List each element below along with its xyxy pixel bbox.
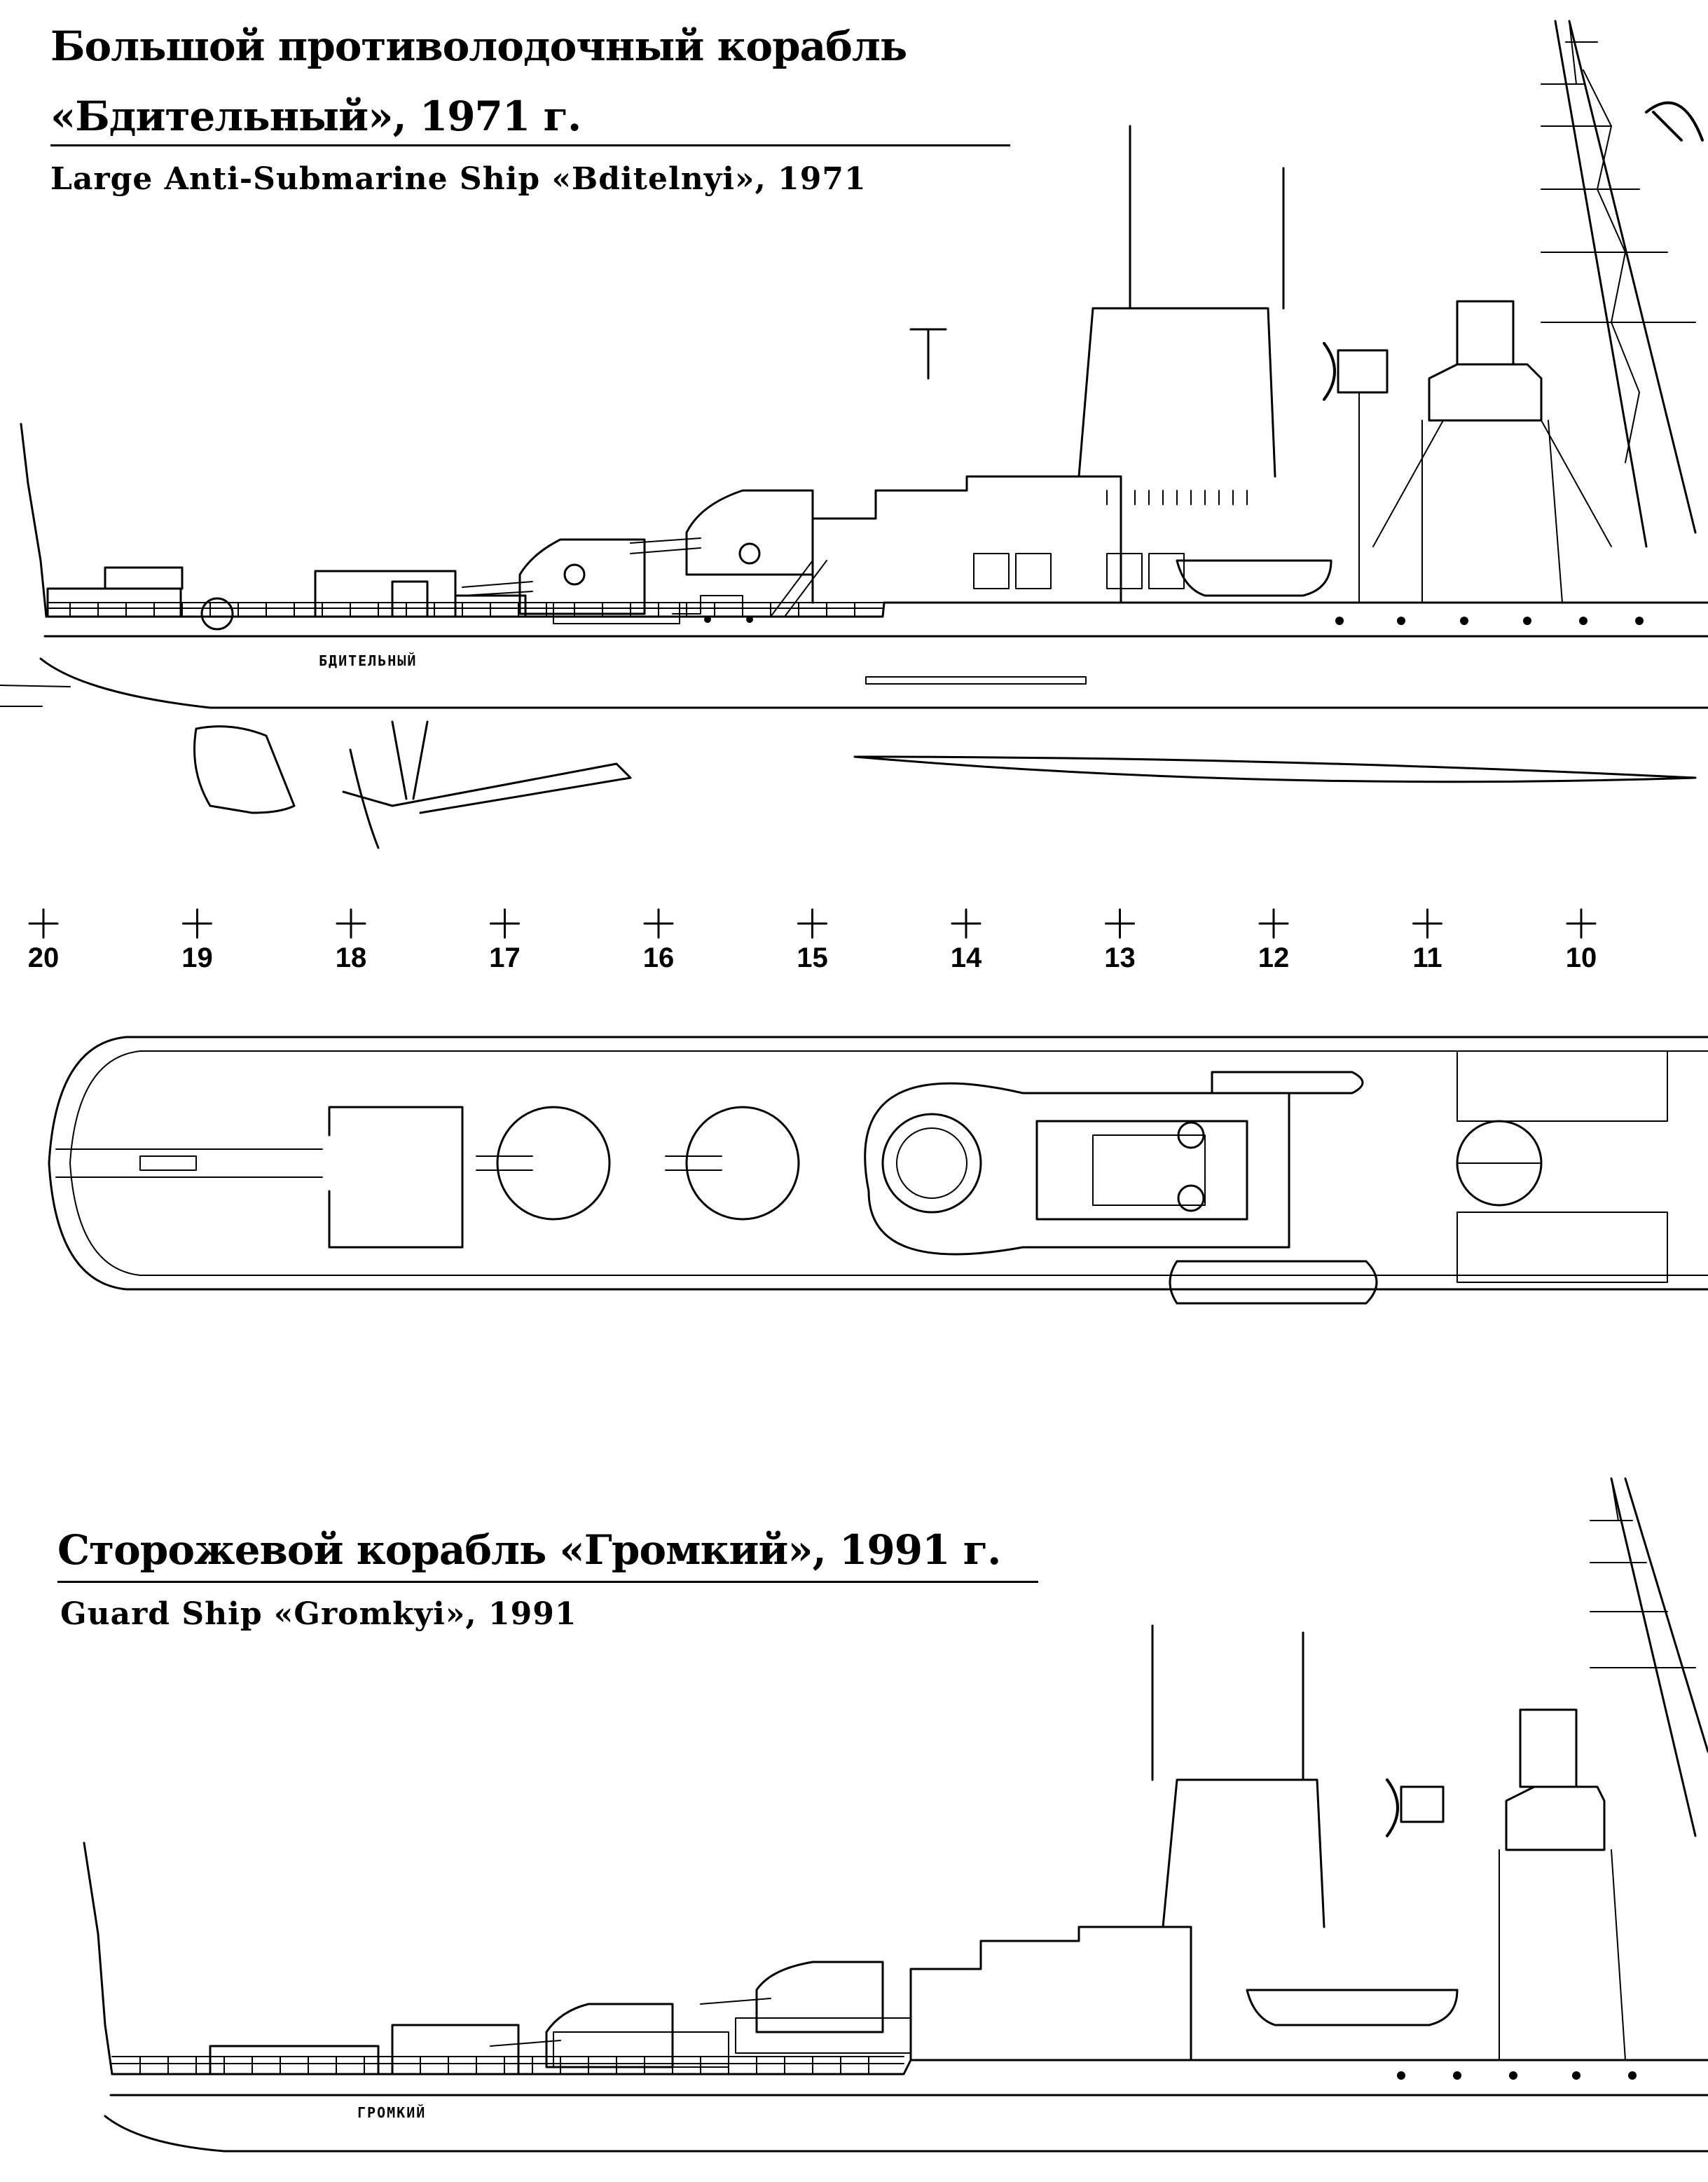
frame-number: 13 bbox=[1104, 942, 1136, 973]
frame-tick bbox=[1105, 908, 1135, 939]
ship1-plan-launcher-upper bbox=[1456, 1050, 1668, 1122]
ship1-plan-view bbox=[48, 1036, 1708, 1305]
ship1-lattice-mast bbox=[1554, 20, 1697, 548]
ship1-lifeboat bbox=[1176, 559, 1332, 597]
frame-tick bbox=[797, 908, 827, 939]
frame-number: 20 bbox=[28, 942, 60, 973]
frame-tick bbox=[951, 908, 982, 939]
ship1-portholes bbox=[704, 616, 1644, 625]
ship2-title-en: Guard Ship «Gromkyi», 1991 bbox=[60, 1596, 577, 1632]
ship1-gun-turret-2 bbox=[685, 489, 814, 576]
ship2-antennas bbox=[1151, 1624, 1304, 1781]
ship1-rail-posts bbox=[69, 602, 855, 617]
ship2-portholes bbox=[1397, 2071, 1637, 2080]
ship1-side-profile bbox=[0, 20, 1708, 849]
frame-number: 11 bbox=[1412, 942, 1442, 973]
ship1-plan-boat-lower bbox=[1169, 1260, 1378, 1305]
ship2-hull-name: ГРОМКИЙ bbox=[357, 2104, 426, 2121]
ship2-title-rule bbox=[57, 1581, 1038, 1583]
frame-number: 19 bbox=[181, 942, 213, 973]
ship1-waterline bbox=[39, 657, 1708, 709]
frame-tick bbox=[490, 908, 520, 939]
ship1-rudder bbox=[391, 720, 429, 800]
ship2-title-ru: Сторожевой корабль «Громкий», 1991 г. bbox=[57, 1526, 1001, 1574]
frame-tick bbox=[336, 908, 366, 939]
ship1-bow-stem bbox=[20, 423, 48, 618]
ship1-sonar-dome bbox=[193, 725, 296, 814]
ship1-bridge-block bbox=[811, 475, 1122, 604]
ship2-waterline bbox=[104, 2115, 1708, 2153]
frame-number: 14 bbox=[951, 942, 982, 973]
ship1-bridge-house bbox=[1077, 307, 1276, 478]
ship1-title-rule bbox=[50, 144, 1010, 146]
frame-number: 18 bbox=[336, 942, 367, 973]
ship1-propeller bbox=[342, 748, 394, 849]
frame-tick bbox=[182, 908, 212, 939]
ship1-plan-boat-upper bbox=[1211, 1071, 1364, 1095]
ship1-shaft bbox=[391, 762, 632, 814]
frame-tick bbox=[643, 908, 674, 939]
ship1-title-ru-line1: Большой противолодочный корабль bbox=[50, 22, 907, 70]
ship1-plan-superstructure bbox=[864, 1082, 1290, 1256]
ship1-plan-turret-1 bbox=[496, 1106, 611, 1221]
ship1-title-en: Large Anti-Submarine Ship «Bditelnyi», 1… bbox=[50, 161, 867, 197]
ship1-bilge-keel bbox=[853, 755, 1697, 783]
frame-number: 16 bbox=[643, 942, 675, 973]
frame-number: 17 bbox=[489, 942, 521, 973]
frame-tick bbox=[28, 908, 59, 939]
frame-scale bbox=[28, 908, 1597, 939]
ship1-plan-deckhouse bbox=[328, 1106, 464, 1249]
ship1-hull-name: БДИТЕЛЬНЫЙ bbox=[319, 652, 417, 669]
frame-number: 15 bbox=[797, 942, 828, 973]
ship2-gun-turret-1 bbox=[545, 2003, 674, 2068]
frame-tick bbox=[1566, 908, 1597, 939]
frame-tick bbox=[1412, 908, 1442, 939]
ship1-plan-turret-2 bbox=[685, 1106, 800, 1221]
ship1-radar-antenna bbox=[1645, 101, 1704, 142]
ship2-sheer-line bbox=[111, 2059, 1708, 2075]
ship1-antennas bbox=[909, 125, 1285, 380]
ship2-lifeboat bbox=[1246, 1989, 1459, 2026]
ship2-bridge-block bbox=[909, 1926, 1192, 2061]
ship2-side-profile bbox=[83, 1477, 1708, 2153]
ship1-bridge-windows bbox=[973, 490, 1248, 589]
ship2-gun-turret-2 bbox=[755, 1961, 884, 2033]
ship1-plan-outline bbox=[48, 1036, 1708, 1291]
frame-tick bbox=[1258, 908, 1289, 939]
ship1-title-ru-line2: «Бдительный», 1971 г. bbox=[50, 92, 581, 140]
frame-number: 10 bbox=[1566, 942, 1597, 973]
ship1-plan-launcher-lower bbox=[1456, 1212, 1668, 1283]
ship2-lattice-mast bbox=[1610, 1477, 1708, 1837]
ship2-fire-control-director bbox=[1505, 1785, 1606, 1851]
ship2-bow-stem bbox=[83, 1841, 113, 2075]
ship1-radar-dish bbox=[1323, 342, 1336, 401]
ship2-radar-dish bbox=[1386, 1778, 1399, 1837]
ship1-sheer-line bbox=[45, 601, 1708, 618]
ship1-fire-control-director bbox=[1428, 363, 1543, 422]
ship1-gun-turret-1 bbox=[518, 538, 646, 615]
frame-number: 12 bbox=[1258, 942, 1290, 973]
